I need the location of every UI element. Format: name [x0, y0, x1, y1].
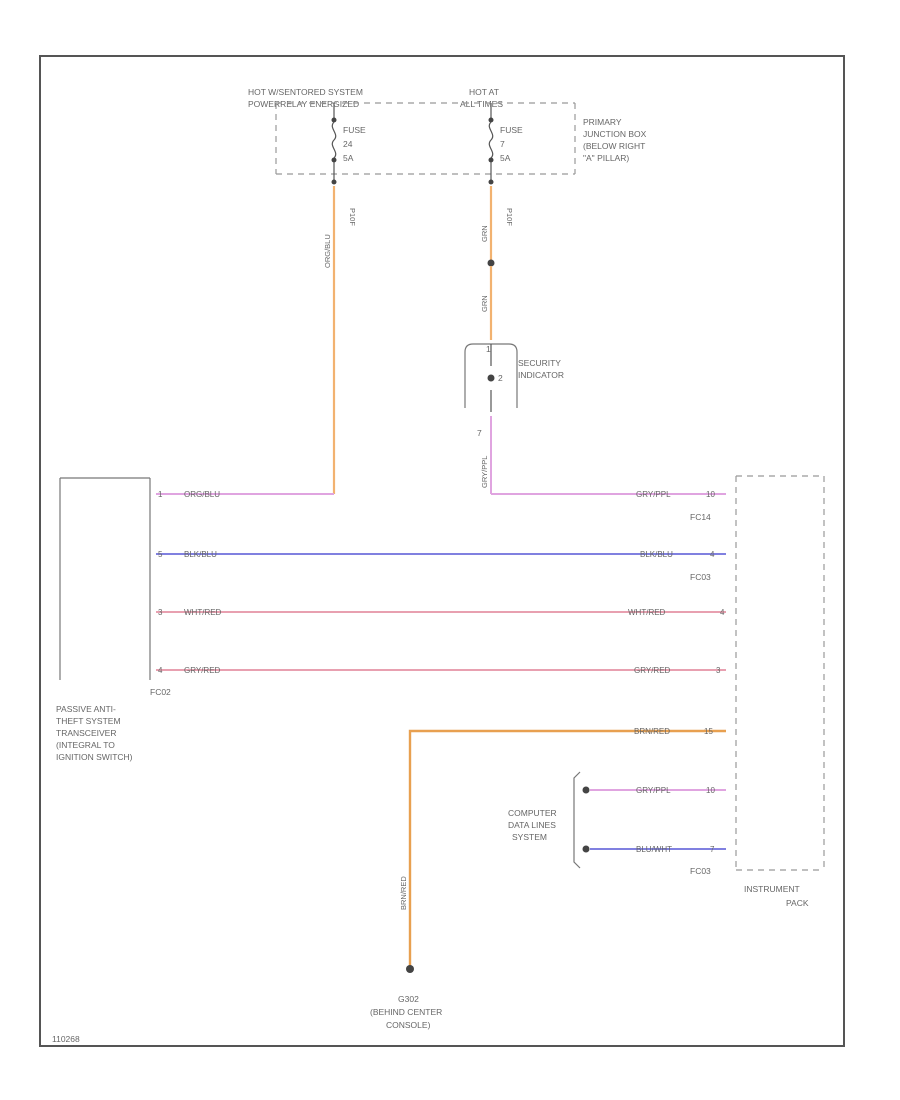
ground-dot: [406, 965, 414, 973]
security-indicator: [464, 343, 518, 412]
data-wire-2-dot: [582, 845, 590, 853]
pats-label-line2: THEFT SYSTEM: [56, 716, 121, 726]
junction-box-label-line4: "A" PILLAR): [583, 153, 629, 163]
wire-2-pin-right: 4: [710, 550, 715, 559]
wire-1-label-right: GRY/PPL: [636, 490, 671, 499]
fuse-left-label: FUSE: [343, 125, 366, 135]
security-indicator-pin-mid: 2: [498, 373, 503, 383]
computer-data-label-line1: COMPUTER: [508, 808, 557, 818]
fuse-right-number: 7: [500, 139, 505, 149]
connector-right-label: P10F: [505, 208, 514, 226]
fuse-right-rating: 5A: [500, 153, 511, 163]
ground-label-line2: (BEHIND CENTER: [370, 1007, 442, 1017]
pats-transceiver-box: [59, 477, 151, 680]
fuse-right-label: FUSE: [500, 125, 523, 135]
wire-1-label-left: ORG/BLU: [184, 490, 220, 499]
right-supply-header-line2: ALL TIMES: [460, 99, 503, 109]
data-wire-1-pin: 10: [706, 786, 715, 795]
connector-left-label: P10F: [348, 208, 357, 226]
pats-label-line5: IGNITION SWITCH): [56, 752, 133, 762]
splice-dot: [487, 259, 495, 267]
wire-2-pin-left: 5: [158, 550, 163, 559]
pats-connector-label: FC02: [150, 687, 171, 697]
security-indicator-label-line2: INDICATOR: [518, 370, 564, 380]
instrument-pack-connector-2: FC03: [690, 572, 711, 582]
pats-label-line1: PASSIVE ANTI-: [56, 704, 116, 714]
junction-box-label-line2: JUNCTION BOX: [583, 129, 647, 139]
ground-label-line3: CONSOLE): [386, 1020, 431, 1030]
diagram-frame: [39, 55, 845, 1047]
wire-1-pin-right: 10: [706, 490, 715, 499]
fuse-left: [331, 103, 337, 185]
wire-1-pin-left: 1: [158, 490, 163, 499]
wire-2-label-left: BLK/BLU: [184, 550, 217, 559]
fuse-left-number: 24: [343, 139, 353, 149]
wire-left-vertical-label: ORG/BLU: [323, 234, 332, 268]
data-wire-2-pin: 7: [710, 845, 715, 854]
data-wire-2-label: BLU/WHT: [636, 845, 672, 854]
pats-label-line4: (INTEGRAL TO: [56, 740, 115, 750]
security-indicator-label-line1: SECURITY: [518, 358, 561, 368]
ground-wire: [408, 729, 726, 968]
ground-label-line1: G302: [398, 994, 419, 1004]
instrument-pack-outline: [735, 475, 825, 871]
right-supply-header-line1: HOT AT: [469, 87, 499, 97]
security-indicator-pin-top: 1: [486, 344, 491, 354]
wire-4-pin-right: 3: [716, 666, 721, 675]
ground-wire-pin: 15: [704, 727, 713, 736]
instrument-pack-connector-3: FC03: [690, 866, 711, 876]
wire-3-label-left: WHT/RED: [184, 608, 222, 617]
wire-3-label-right: WHT/RED: [628, 608, 666, 617]
junction-box-label-line1: PRIMARY: [583, 117, 622, 127]
left-supply-header-line2: POWERRELAY ENERGIZED: [248, 99, 359, 109]
junction-box-label-line3: (BELOW RIGHT: [583, 141, 645, 151]
computer-data-label-line2: DATA LINES: [508, 820, 556, 830]
wire-3-pin-left: 3: [158, 608, 163, 617]
instrument-pack-label-line2: PACK: [786, 898, 809, 908]
ground-wire-label: BRN/RED: [634, 727, 670, 736]
left-supply-header-line1: HOT W/SENTORED SYSTEM: [248, 87, 363, 97]
instrument-pack-label-line1: INSTRUMENT: [744, 884, 800, 894]
wire-right-lower-label: GRY/PPL: [480, 456, 489, 488]
figure-id: 110268: [52, 1034, 80, 1044]
data-wire-1-label: GRY/PPL: [636, 786, 671, 795]
ground-wire-vertical-label: BRN/RED: [399, 876, 408, 910]
wire-2-label-right: BLK/BLU: [640, 550, 673, 559]
wire-4-pin-left: 4: [158, 666, 163, 675]
wire-4-label-left: GRY/RED: [184, 666, 221, 675]
wire-3-pin-right: 4: [720, 608, 725, 617]
junction-box-outline: [275, 102, 576, 175]
computer-data-label-line3: SYSTEM: [512, 832, 547, 842]
wire-right-upper-label: GRN: [480, 225, 489, 242]
data-wire-1-dot: [582, 786, 590, 794]
wire-right-middle-label: GRN: [480, 295, 489, 312]
security-indicator-pin-bottom: 7: [477, 428, 482, 438]
fuse-right: [488, 103, 494, 185]
wire-4-label-right: GRY/RED: [634, 666, 671, 675]
data-bracket: [573, 771, 581, 869]
pats-label-line3: TRANSCEIVER: [56, 728, 116, 738]
fuse-left-rating: 5A: [343, 153, 354, 163]
instrument-pack-connector-1: FC14: [690, 512, 711, 522]
